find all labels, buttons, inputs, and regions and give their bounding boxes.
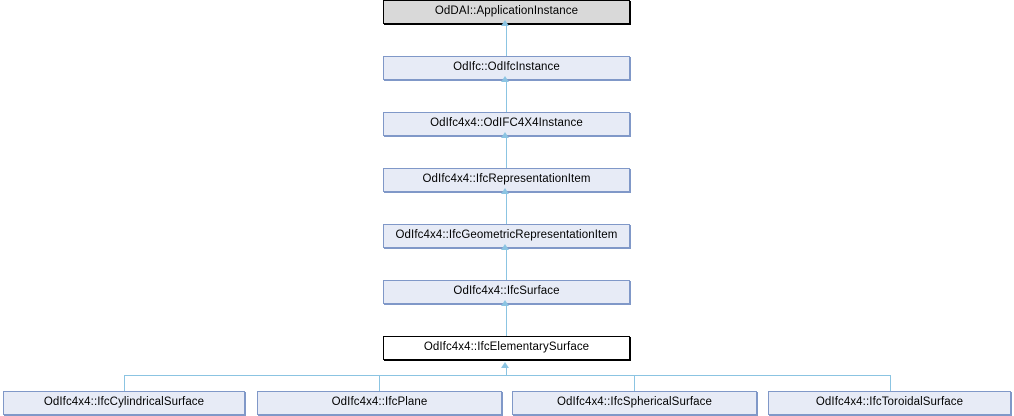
inheritance-connector-line [506,82,507,112]
inheritance-arrow-icon [501,300,509,306]
inheritance-connector-line [379,375,380,391]
class-node-label: OdIfc4x4::IfcToroidalSurface [815,396,964,409]
class-node-label: OdIfc4x4::IfcGeometricRepresentationItem [395,229,618,242]
class-node-cylindrical-surface[interactable]: OdIfc4x4::IfcCylindricalSurface [3,391,245,415]
inheritance-arrow-icon [501,188,509,194]
class-node-label: OdIfc4x4::IfcRepresentationItem [422,173,591,186]
class-node-elementary-surface[interactable]: OdIfc4x4::IfcElementarySurface [383,336,630,360]
class-node-label: OdIfc4x4::IfcElementarySurface [423,341,590,354]
inheritance-arrow-icon [501,132,509,138]
class-node-spherical-surface[interactable]: OdIfc4x4::IfcSphericalSurface [512,391,757,415]
class-node-label: OdIfc4x4::OdIFC4X4Instance [430,117,583,130]
inheritance-connector-line [506,250,507,280]
inheritance-connector-line [506,138,507,168]
inheritance-bus-line [124,375,891,376]
inheritance-connector-line [506,368,507,375]
inheritance-connector-line [124,375,125,391]
class-node-label: OdIfc4x4::IfcSurface [453,285,560,298]
inheritance-connector-line [506,26,507,56]
inheritance-arrow-icon [501,362,509,368]
class-node-label: OdDAI::ApplicationInstance [434,5,579,18]
class-node-label: OdIfc4x4::IfcCylindricalSurface [43,396,205,409]
inheritance-arrow-icon [501,244,509,250]
class-node-plane[interactable]: OdIfc4x4::IfcPlane [257,391,502,415]
class-node-toroidal-surface[interactable]: OdIfc4x4::IfcToroidalSurface [768,391,1011,415]
inheritance-connector-line [506,194,507,224]
inheritance-connector-line [634,375,635,391]
inheritance-arrow-icon [501,20,509,26]
class-node-label: OdIfc::OdIfcInstance [453,61,560,74]
inheritance-arrow-icon [501,76,509,82]
inheritance-connector-line [506,306,507,336]
inheritance-connector-line [890,375,891,391]
class-node-label: OdIfc4x4::IfcSphericalSurface [556,396,713,409]
class-node-label: OdIfc4x4::IfcPlane [331,396,428,409]
